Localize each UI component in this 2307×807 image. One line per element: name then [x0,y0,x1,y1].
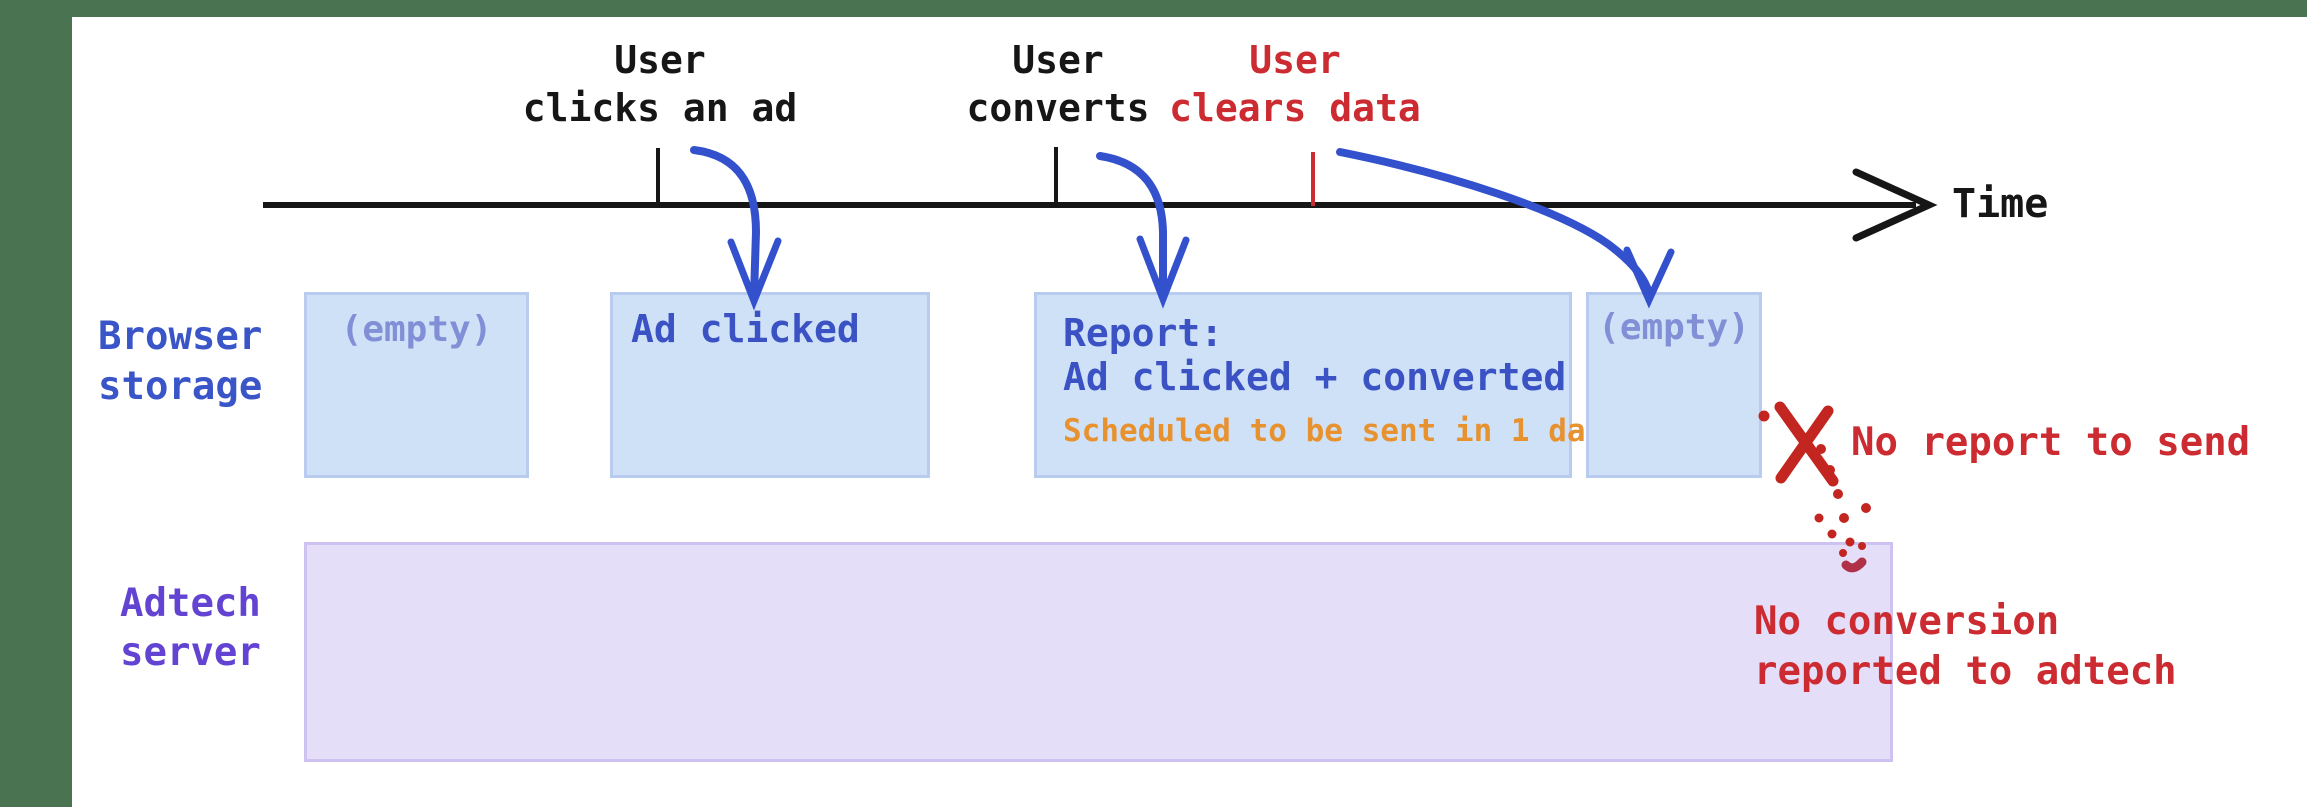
report-subtitle: Ad clicked + converted [1063,355,1567,399]
event-label-line: User [1012,38,1104,82]
adtech-server-row-label: Adtech server [120,579,261,677]
no-conversion-line: reported to adtech [1754,649,2177,694]
event-label-user-converts: User converts [858,36,1258,132]
storage-box-text: (empty) [340,309,493,350]
storage-box-ad-clicked: Ad clicked [610,292,930,478]
storage-box-report: Report: Ad clicked + converted Scheduled… [1034,292,1605,478]
event-label-user-clicks-ad: User clicks an ad [458,36,862,132]
report-schedule-note: Scheduled to be sent in 1 day [1063,413,1605,449]
row-label-line: Browser [98,314,263,359]
row-label-line: storage [98,364,263,409]
adtech-server-box [304,542,1893,762]
event-label-line: converts [966,86,1150,130]
no-conversion-line: No conversion [1754,599,2060,644]
report-box-content: Report: Ad clicked + converted Scheduled… [1037,295,1605,449]
event-label-line: clicks an ad [522,86,798,130]
no-report-annotation: No report to send [1851,420,2251,465]
no-conversion-annotation: No conversion reported to adtech [1754,597,2177,697]
browser-storage-row-label: Browser storage [98,312,262,412]
report-title: Report: [1063,311,1224,355]
event-label-line: User [1249,38,1341,82]
row-label-line: server [120,630,261,675]
event-label-line: clears data [1169,86,1421,130]
time-axis-label: Time [1952,181,2049,227]
storage-box-empty-2: (empty) [1586,292,1762,478]
event-label-line: User [614,38,706,82]
event-label-user-clears-data: User clears data [1095,36,1495,132]
storage-box-text: Ad clicked [631,307,860,351]
storage-box-empty-1: (empty) [304,292,529,478]
row-label-line: Adtech [120,581,261,626]
storage-box-text: (empty) [1598,307,1750,348]
